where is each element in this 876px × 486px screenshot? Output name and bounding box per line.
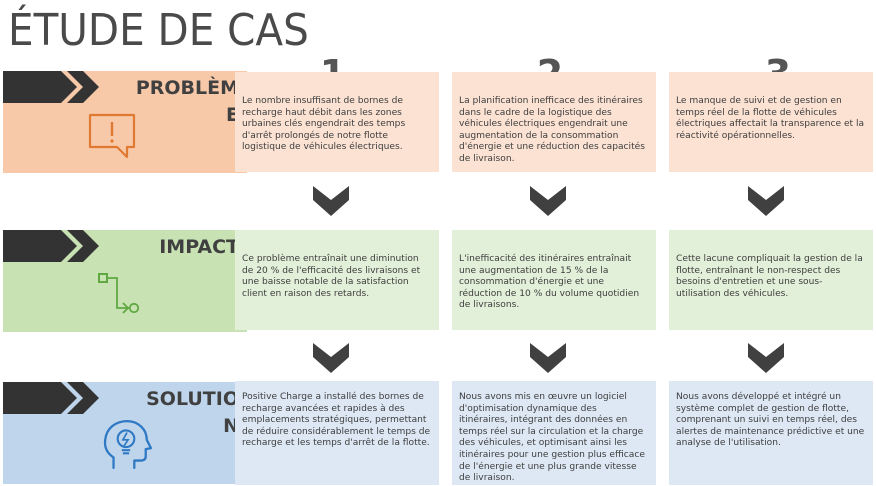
problem-header: PROBLÈME	[3, 71, 247, 173]
chevron-down-icon	[530, 343, 566, 373]
chevron-down-icon	[530, 186, 566, 216]
chevron-down-icon	[748, 343, 784, 373]
double-arrow-icon	[3, 230, 99, 262]
chevron-down-icon	[313, 186, 349, 216]
impact-card-2: L'inefficacité des itinéraires entraînai…	[452, 230, 656, 330]
problem-card-1: Le nombre insuffisant de bornes de recha…	[235, 72, 439, 172]
alert-speech-bubble-icon	[88, 113, 136, 159]
page-title: ÉTUDE DE CAS	[8, 5, 309, 56]
chevron-down-icon	[313, 343, 349, 373]
solution-card-2: Nous avons mis en œuvre un logiciel d'op…	[452, 381, 656, 485]
head-lightbulb-icon	[103, 419, 153, 469]
double-arrow-icon	[3, 382, 99, 414]
solution-card-1: Positive Charge a installé des bornes de…	[235, 381, 439, 485]
impact-header: IMPACT	[3, 230, 247, 332]
impact-label: IMPACT	[159, 236, 239, 258]
impact-card-3: Cette lacune compliquait la gestion de l…	[669, 230, 873, 330]
double-arrow-icon	[3, 71, 99, 103]
problem-card-3: Le manque de suivi et de gestion en temp…	[669, 72, 873, 172]
solution-card-3: Nous avons développé et intégré un systè…	[669, 381, 873, 485]
problem-label: PROBLÈME	[135, 77, 239, 126]
process-flow-icon	[98, 273, 139, 314]
chevron-down-icon	[748, 186, 784, 216]
problem-card-2: La planification inefficace des itinérai…	[452, 72, 656, 172]
impact-card-1: Ce problème entraînait une diminution de…	[235, 230, 439, 330]
solution-header: SOLUTION	[3, 382, 247, 484]
